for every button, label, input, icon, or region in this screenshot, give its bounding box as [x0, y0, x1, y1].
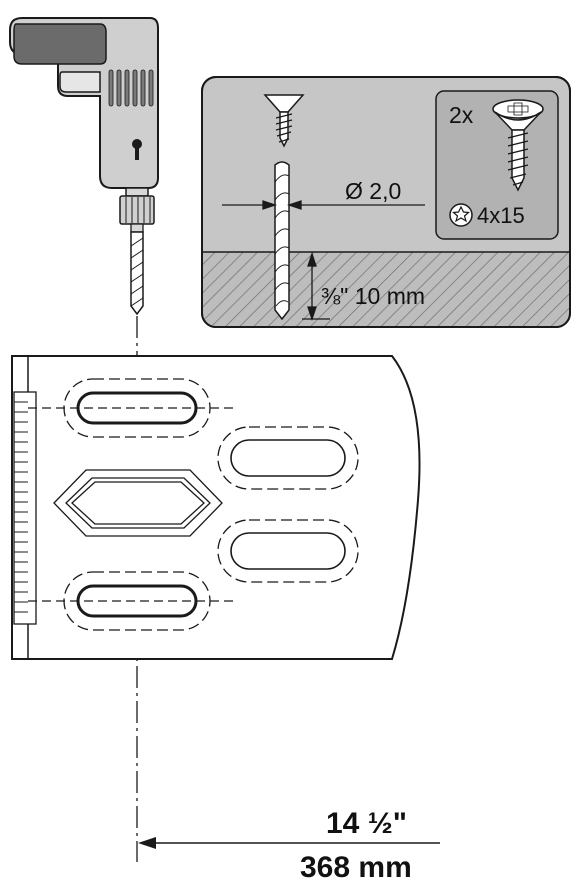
slot-right-upper	[217, 426, 359, 490]
hexagon-hole	[53, 469, 223, 537]
material-section	[202, 252, 570, 327]
slot-top	[28, 378, 236, 438]
dimension-metric: 368 mm	[300, 851, 412, 884]
torx-screw-icon	[492, 99, 544, 192]
vent-slots	[108, 69, 154, 107]
dimension-imperial: 14 ½"	[326, 807, 407, 840]
countersunk-screw-icon	[263, 94, 305, 148]
diameter-dimension	[222, 200, 425, 210]
diameter-label: Ø 2,0	[345, 178, 401, 204]
depth-dimension	[302, 251, 330, 322]
torx-drive-icon	[449, 203, 473, 227]
keyhole-icon	[132, 139, 142, 160]
screw-count-label: 2x	[449, 102, 474, 128]
position-dimension	[138, 837, 440, 849]
mounting-plate	[11, 355, 421, 660]
slot-bottom	[28, 571, 236, 631]
edge-rail	[13, 391, 37, 625]
screw-spec-card: 2x	[435, 90, 559, 240]
screw-size-label: 4x15	[477, 203, 525, 228]
drill-bit-in-hole	[274, 161, 290, 321]
drill-icon	[9, 17, 159, 316]
drilling-detail-inset: Ø 2,0 ⅜" 10 mm 2x	[201, 76, 571, 328]
slot-right-lower	[217, 519, 359, 583]
depth-label: ⅜" 10 mm	[321, 283, 425, 309]
